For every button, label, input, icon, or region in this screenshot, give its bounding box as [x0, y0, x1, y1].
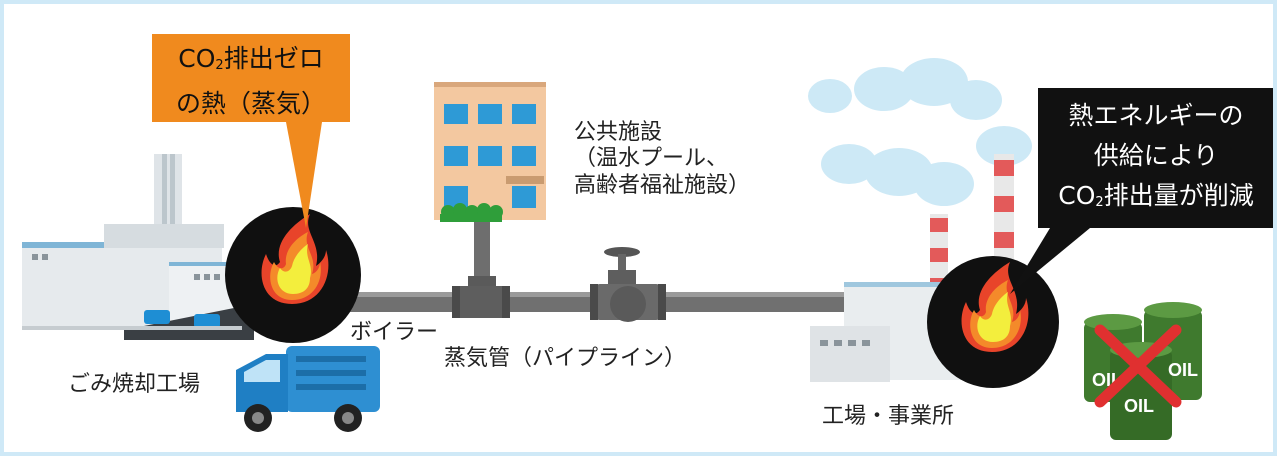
- garbage-truck: [236, 346, 380, 432]
- public-facility-building: [434, 82, 546, 222]
- callout-left-text: 排出ゼロ: [223, 44, 324, 73]
- incinerator-plant: [22, 154, 254, 340]
- label-factory: 工場・事業所: [822, 404, 955, 429]
- callout-left-line2: の熱（蒸気）: [175, 89, 326, 118]
- diagram-illustration: OIL OIL OIL: [22, 58, 1202, 440]
- label-public-facility-detail2: 高齢者福祉施設）: [574, 172, 751, 198]
- label-steam-pipe: 蒸気管（パイプライン）: [444, 346, 687, 371]
- callout-right-text: 排出量が削減: [1103, 181, 1254, 210]
- flame-icon-right: [927, 256, 1059, 388]
- flame-icon-left: [225, 207, 361, 343]
- callout-tail-right: [1010, 228, 1090, 294]
- callout-right-line1: 熱エネルギーの: [1068, 101, 1244, 130]
- callout-right-line2: 供給により: [1093, 141, 1219, 170]
- callout-left-co: CO: [178, 44, 216, 73]
- label-boiler: ボイラー: [350, 320, 439, 345]
- callout-tail-left: [286, 122, 322, 228]
- callout-zero-co2-heat: CO2排出ゼロ の熱（蒸気）: [152, 34, 350, 122]
- callout-right-co: CO: [1058, 181, 1096, 210]
- valve: [590, 247, 666, 322]
- callout-right-line3: CO2排出量が削減: [1038, 176, 1273, 223]
- smoke-clouds: [808, 58, 1032, 206]
- label-public-facility-title: 公共施設: [574, 120, 663, 145]
- label-incinerator: ごみ焼却工場: [68, 372, 201, 397]
- cross-icon: [1094, 324, 1182, 408]
- callout-left-subscript: 2: [215, 58, 224, 73]
- callout-right-subscript: 2: [1095, 195, 1104, 210]
- oil-label-2: OIL: [1168, 360, 1198, 380]
- callout-co2-reduction: 熱エネルギーの 供給により CO2排出量が削減: [1038, 88, 1273, 228]
- label-public-facility-detail1: （温水プール、: [574, 146, 729, 172]
- label-public-facility: 公共施設 （温水プール、 高齢者福祉施設）: [574, 120, 750, 199]
- callout-left-line1: CO2排出ゼロ: [152, 40, 350, 85]
- oil-label-3: OIL: [1124, 396, 1154, 416]
